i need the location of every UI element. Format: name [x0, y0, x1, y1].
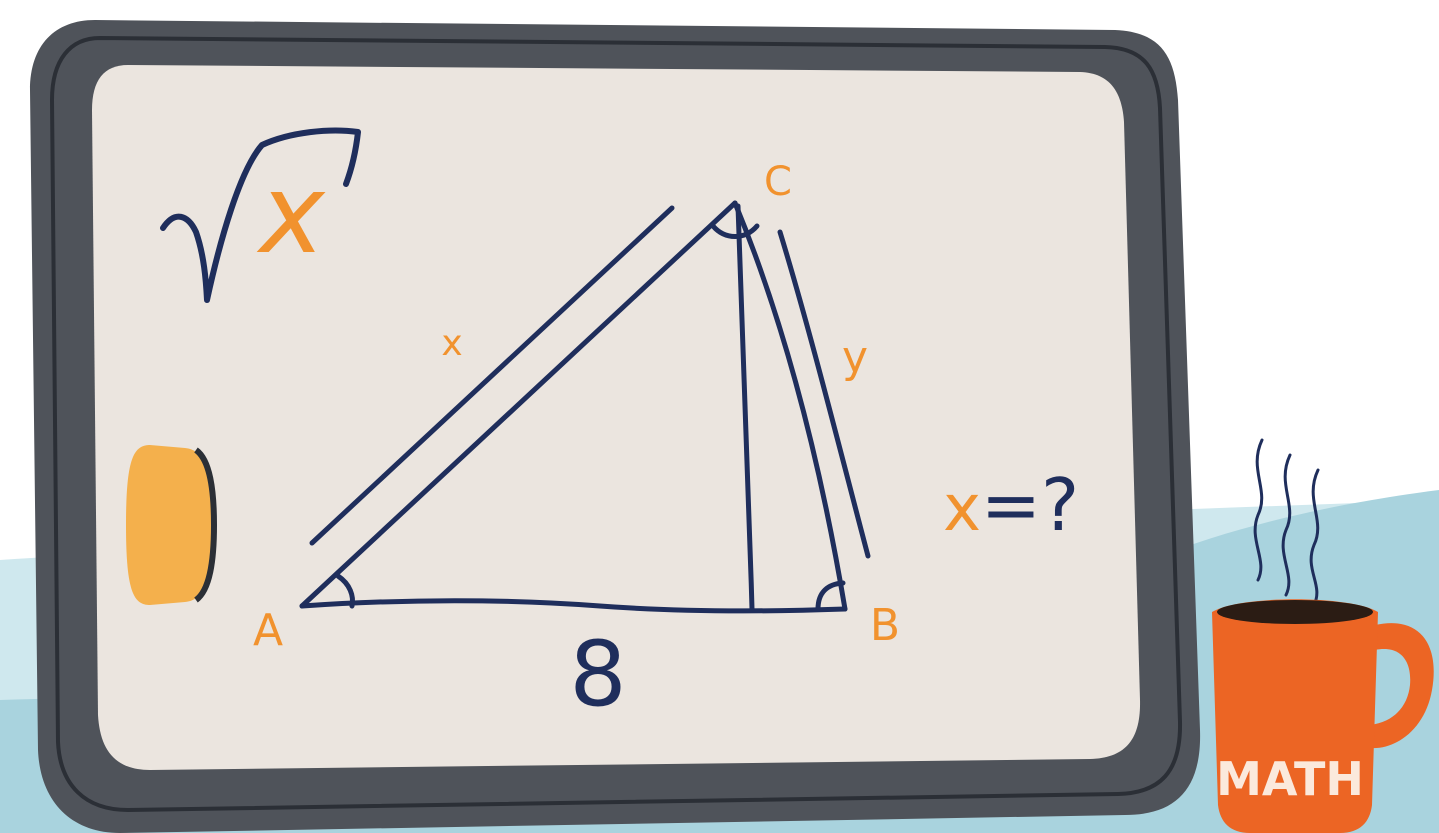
question-expression: x =?: [943, 463, 1079, 547]
vertex-label-b: B: [870, 600, 900, 651]
side-label-bc: y: [842, 332, 868, 383]
right-triangle: [299, 200, 871, 614]
square-root-variable: x: [256, 150, 326, 278]
angle-mark-b: [815, 580, 846, 612]
triangle-altitude: [735, 203, 755, 612]
side-label-ac: x: [441, 323, 462, 364]
steam-icon: [1253, 438, 1320, 607]
triangle-side-ac: [299, 200, 738, 609]
question-equals-mark: =?: [981, 463, 1080, 547]
side-label-ab: 8: [569, 622, 626, 727]
mug-handle: [1370, 623, 1434, 749]
tablet-bezel-line: [49, 35, 1183, 813]
mug-body: [1212, 599, 1378, 833]
angle-mark-a: [335, 573, 355, 609]
mug-label: MATH: [1216, 752, 1364, 806]
angle-mark-c: [710, 223, 760, 239]
mug-coffee: [1217, 600, 1373, 624]
square-root-doodle: x: [160, 127, 361, 303]
question-variable: x: [943, 472, 981, 546]
vertex-label-c: C: [764, 159, 792, 205]
length-line-bc: [777, 229, 871, 559]
length-line-ac: [309, 205, 675, 546]
square-root-sign: [160, 127, 361, 303]
triangle-side-ab: [299, 598, 848, 614]
eraser: [126, 445, 218, 605]
triangle-side-bc: [732, 200, 848, 612]
coffee-mug: MATH: [1212, 438, 1434, 833]
vertex-label-a: A: [253, 605, 283, 656]
